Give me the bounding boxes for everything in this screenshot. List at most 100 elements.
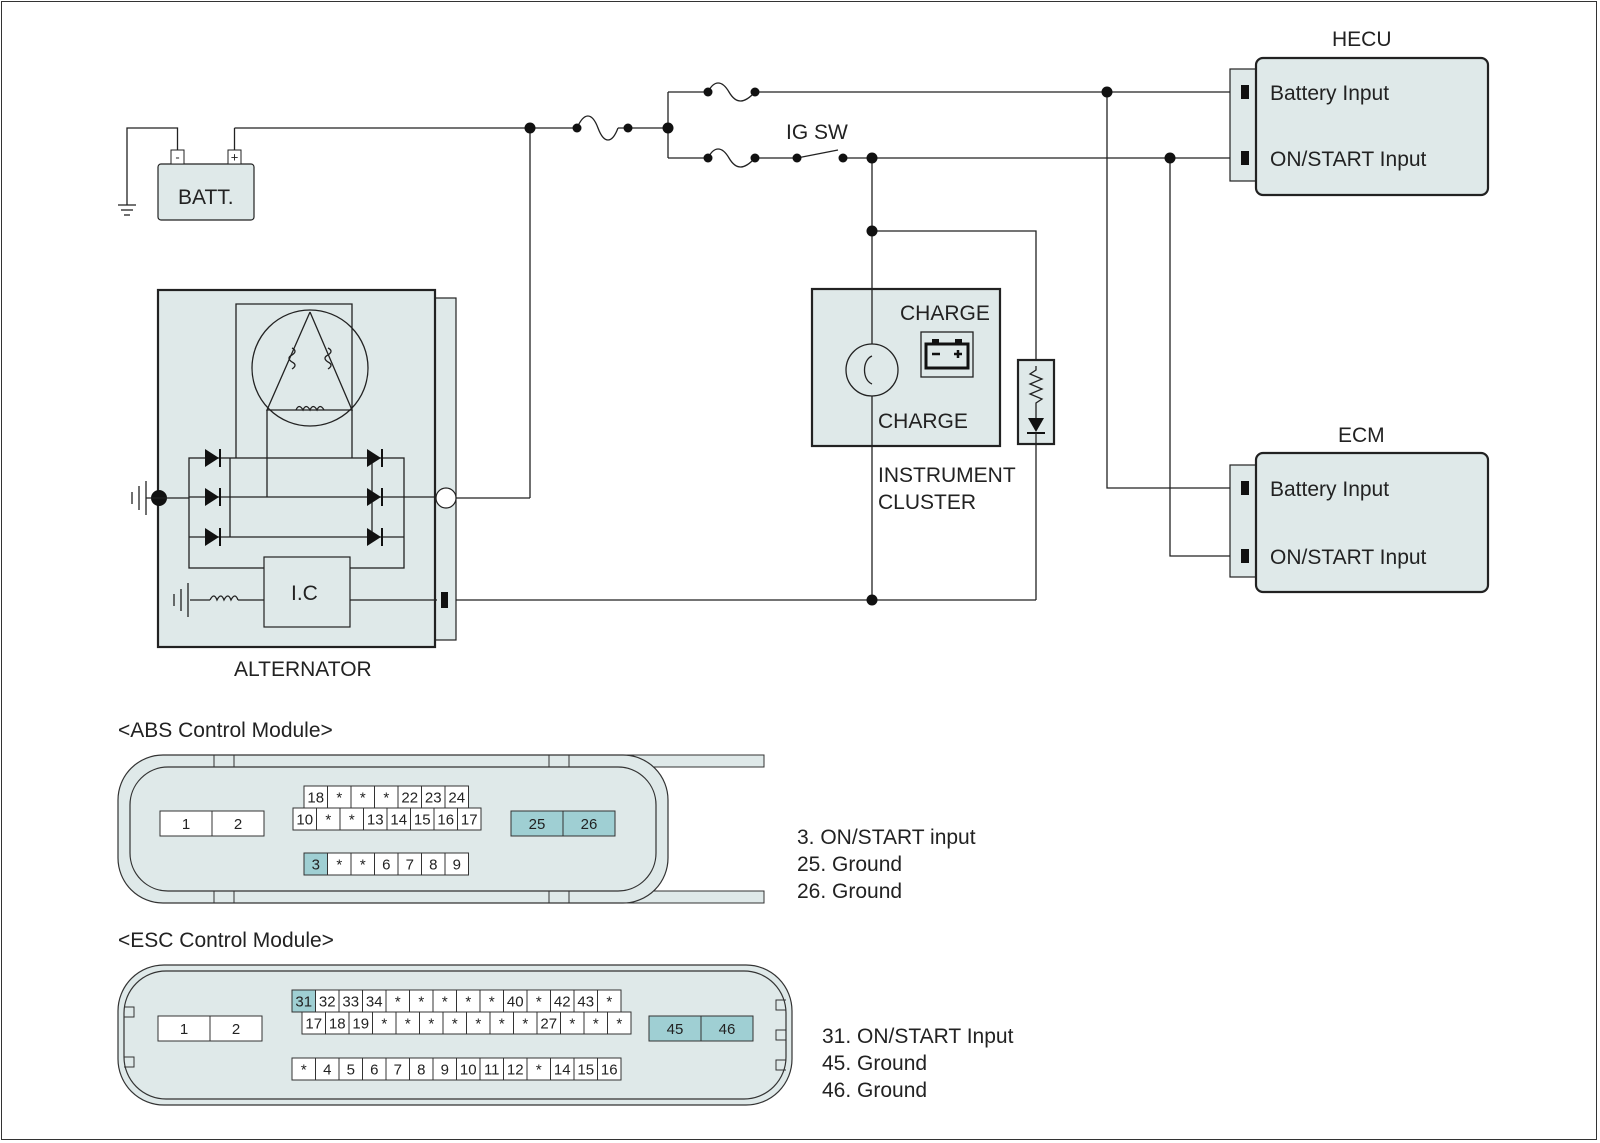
connector-pin-label: 15 <box>414 812 431 829</box>
esc-legend-line: 31. ON/START Input <box>822 1025 1014 1048</box>
connector-pin-label: * <box>349 812 355 829</box>
connector-pin-label: 4 <box>323 1062 331 1079</box>
connector-pin-label: 7 <box>394 1062 402 1079</box>
cluster-label-line2: CLUSTER <box>878 491 976 514</box>
connector-pin-label: 25 <box>529 816 546 833</box>
battery-label: BATT. <box>178 186 234 209</box>
connector-pin-label: 43 <box>577 994 594 1011</box>
connector-pin-label: * <box>301 1062 307 1079</box>
connector-pin <box>457 807 482 831</box>
connector-pin-label: * <box>405 1016 411 1033</box>
ic-regulator <box>263 556 351 628</box>
hecu-title: HECU <box>1332 28 1392 51</box>
connector-pin-label: 33 <box>342 994 359 1011</box>
connector-pin-label: 17 <box>461 812 478 829</box>
connector-pin-label: 10 <box>296 812 313 829</box>
connector-pin-label: 40 <box>507 994 524 1011</box>
charge-label-top: CHARGE <box>900 302 990 325</box>
alternator: I.C ALTERNATOR <box>131 288 457 681</box>
stator-icon <box>251 309 369 427</box>
connector-pin-label: * <box>418 994 424 1011</box>
ig-switch-label: IG SW <box>786 121 848 144</box>
connector-pin-label: * <box>395 994 401 1011</box>
abs-legend: 3. ON/START input 25. Ground 26. Ground <box>797 826 976 903</box>
connector-pin-label: 16 <box>601 1062 618 1079</box>
connector-pin <box>159 810 213 837</box>
ground-icon <box>173 583 189 617</box>
ic-label: I.C <box>291 582 318 605</box>
battery-warning-icon <box>920 331 974 378</box>
connector-pin-label: 17 <box>305 1016 322 1033</box>
connector-pin-label: 9 <box>441 1062 449 1079</box>
output-terminal <box>435 487 457 509</box>
ground-icon <box>118 204 136 216</box>
connector-pin-label: 16 <box>437 812 454 829</box>
connector-pin-label: 24 <box>448 790 465 807</box>
connector-pin <box>607 1011 632 1035</box>
esc-legend: 31. ON/START Input 45. Ground 46. Ground <box>822 1025 1014 1102</box>
charge-label-bottom: CHARGE <box>878 410 968 433</box>
l-terminal <box>441 592 448 608</box>
connector-pin-label: * <box>465 994 471 1011</box>
hecu-onstart-input: ON/START Input <box>1270 148 1427 171</box>
connector-pin <box>209 1015 263 1042</box>
connector-pin-label: * <box>325 812 331 829</box>
connector-pin-label: 3 <box>312 857 320 874</box>
abs-legend-line: 26. Ground <box>797 880 902 903</box>
resistor-diode-icon <box>1016 358 1056 446</box>
connector-pin-label: 5 <box>347 1062 355 1079</box>
connector-pin-label: * <box>336 790 342 807</box>
connector-pin <box>562 810 616 837</box>
connector-pin-label: 2 <box>232 1021 240 1038</box>
abs-legend-line: 3. ON/START input <box>797 826 976 849</box>
connector-pin-label: * <box>536 1062 542 1079</box>
connector-pin-label: * <box>360 857 366 874</box>
junction-dots <box>524 86 1176 606</box>
abs-pins-right: 25 26 <box>510 810 616 837</box>
connector-pin-label: * <box>428 1016 434 1033</box>
connector-pin-label: 46 <box>719 1021 736 1038</box>
alternator-label: ALTERNATOR <box>234 658 372 681</box>
connector-pin-label: 23 <box>425 790 442 807</box>
ground-icon <box>131 481 147 515</box>
esc-title: <ESC Control Module> <box>118 929 334 952</box>
connector-pin-label: 11 <box>484 1062 500 1079</box>
connector-pin-label: 6 <box>382 857 390 874</box>
connector-pin-label: * <box>593 1016 599 1033</box>
connector-pin <box>211 810 265 837</box>
connector-pin-label: 26 <box>581 816 598 833</box>
connector-pin-label: * <box>522 1016 528 1033</box>
connector-pin-label: * <box>383 790 389 807</box>
cluster-label-line1: INSTRUMENT <box>878 464 1016 487</box>
esc-legend-line: 45. Ground <box>822 1052 927 1075</box>
connector-pin-label: 1 <box>180 1021 188 1038</box>
connector-pin <box>648 1015 702 1042</box>
instrument-cluster: CHARGE CHARGE INSTRUMENT CLUSTER <box>810 287 1016 514</box>
connector-pin-label: * <box>499 1016 505 1033</box>
battery-plus-terminal: + <box>231 150 239 165</box>
ecm-onstart-input: ON/START Input <box>1270 546 1427 569</box>
connector-pin-label: 8 <box>417 1062 425 1079</box>
connector-pin-label: * <box>489 994 495 1011</box>
ecm-battery-input: Battery Input <box>1270 478 1389 501</box>
ig-switch <box>796 149 839 159</box>
charge-lamp-icon <box>845 343 899 397</box>
connector-pin-label: * <box>569 1016 575 1033</box>
connector-pin-label: 1 <box>182 816 190 833</box>
connector-pin-label: 18 <box>329 1016 346 1033</box>
battery-minus-terminal: - <box>175 150 179 165</box>
diode-icon <box>205 449 383 546</box>
fuse-icon <box>576 115 619 141</box>
abs-legend-line: 25. Ground <box>797 853 902 876</box>
hecu-battery-input: Battery Input <box>1270 82 1389 105</box>
connector-pin-label: 14 <box>554 1062 571 1079</box>
